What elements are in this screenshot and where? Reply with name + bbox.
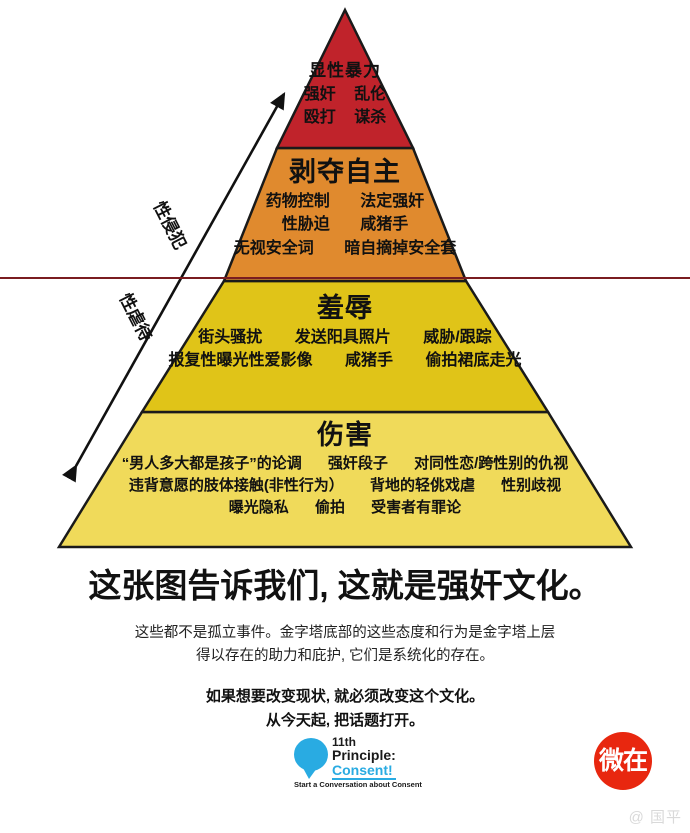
body-paragraph: 这些都不是孤立事件。金字塔底部的这些态度和行为是金字塔上层 得以存在的助力和庇护… — [0, 622, 690, 669]
speech-bubble-icon — [294, 738, 328, 779]
pyramid-tier-3-trapezoid — [139, 279, 551, 414]
consent-logo-line-1: 11th — [332, 735, 357, 749]
severity-arrow — [62, 91, 286, 483]
consent-logo-tagline: Start a Conversation about Consent — [294, 780, 422, 789]
consent-wordmark: 11th Principle: Consent! — [332, 736, 396, 780]
caption-block: 这张图告诉我们, 这就是强奸文化。 这些都不是孤立事件。金字塔底部的这些态度和行… — [0, 560, 690, 733]
pyramid-tier-4-trapezoid — [56, 410, 634, 549]
consent-logo-line-3: Consent! — [332, 762, 396, 780]
pyramid-diagram: 性侵犯 性虐待 显性暴力 强奸 乱伦 殴打 谋杀 剥夺自主 药物控制 法定强奸 … — [0, 7, 690, 549]
body-line: 得以存在的助力和庇护, 它们是系统化的存在。 — [195, 648, 495, 665]
body-line: 这些都不是孤立事件。金字塔底部的这些态度和行为是金字塔上层 — [134, 624, 556, 641]
footer-logos: 11th Principle: Consent! Start a Convers… — [0, 728, 690, 833]
severity-divider-line — [0, 277, 690, 279]
pyramid-shapes — [56, 7, 634, 549]
weizai-logo: 微在 — [594, 732, 652, 790]
consent-logo: 11th Principle: Consent! Start a Convers… — [294, 736, 444, 792]
headline: 这张图告诉我们, 这就是强奸文化。 — [88, 567, 602, 604]
call-to-action: 如果想要改变现状, 就必须改变这个文化。 从今天起, 把话题打开。 — [0, 685, 690, 734]
consent-logo-line-2: Principle: — [332, 747, 396, 764]
cta-line: 从今天起, 把话题打开。 — [265, 711, 425, 729]
cta-line: 如果想要改变现状, 就必须改变这个文化。 — [205, 687, 485, 705]
pyramid-tier-1-apex — [274, 7, 416, 150]
watermark: @ 国平 — [628, 809, 682, 826]
pyramid-tier-2-trapezoid — [222, 146, 468, 283]
